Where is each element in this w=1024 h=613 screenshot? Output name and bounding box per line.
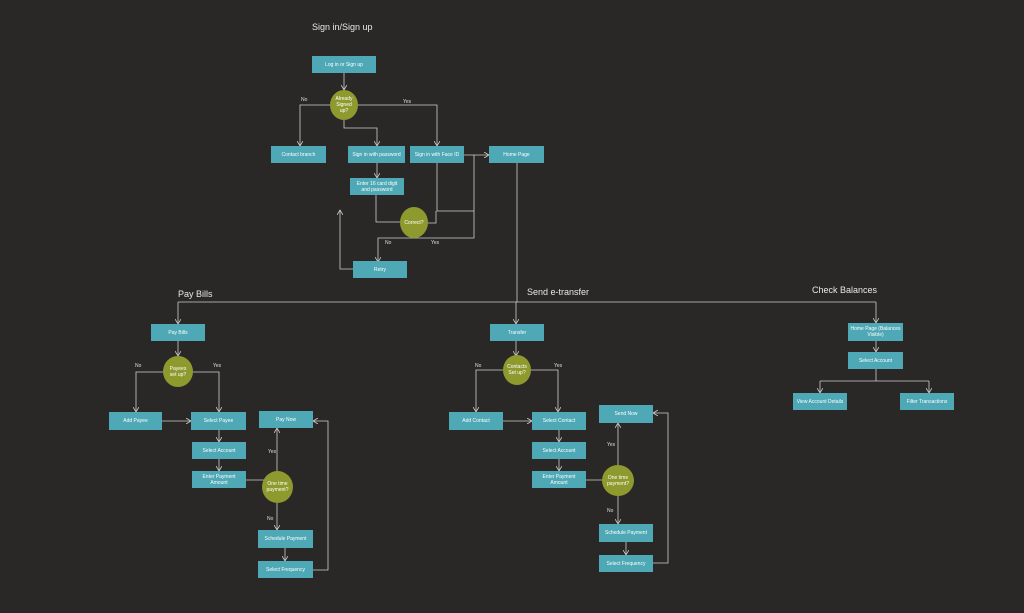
node-contact-branch[interactable]: Contact branch bbox=[271, 146, 326, 163]
decision-correct[interactable]: Correct? bbox=[400, 207, 428, 238]
node-transfer[interactable]: Transfer bbox=[490, 324, 544, 341]
label-yes-correct: Yes bbox=[431, 240, 440, 246]
node-sign-in-faceid[interactable]: Sign in with Face ID bbox=[410, 146, 464, 163]
decision-one-time-pb[interactable]: One time payment? bbox=[262, 471, 293, 503]
label-yes-contacts: Yes bbox=[554, 363, 563, 369]
node-enter-digit[interactable]: Enter 16 card digit and password bbox=[350, 178, 404, 195]
node-schedule-et[interactable]: Schedule Payment bbox=[599, 524, 653, 542]
node-select-contact[interactable]: Select Contact bbox=[532, 412, 586, 430]
node-login[interactable]: Log in or Sign up bbox=[312, 56, 376, 73]
node-filter-transactions[interactable]: Filter Transactions bbox=[900, 393, 954, 410]
decision-payees-setup[interactable]: Payees set up? bbox=[163, 356, 193, 387]
node-select-account-cb[interactable]: Select Account bbox=[848, 352, 903, 369]
node-select-payee[interactable]: Select Payee bbox=[191, 412, 246, 430]
label-no-payees: No bbox=[135, 363, 142, 369]
section-title-check-balances: Check Balances bbox=[812, 285, 878, 295]
label-yes-payees: Yes bbox=[213, 363, 222, 369]
node-send-now[interactable]: Send Now bbox=[599, 405, 653, 423]
section-title-signin: Sign in/Sign up bbox=[312, 22, 373, 32]
decision-one-time-et[interactable]: One time payment? bbox=[602, 465, 634, 496]
node-add-contact[interactable]: Add Contact bbox=[449, 412, 503, 430]
label-no-contacts: No bbox=[475, 363, 482, 369]
label-no-signed: No bbox=[301, 97, 308, 103]
node-home-balances[interactable]: Home Page (Balances Visible) bbox=[848, 323, 903, 341]
label-yes-onetime-et: Yes bbox=[607, 442, 616, 448]
label-no-onetime-et: No bbox=[607, 508, 614, 514]
node-enter-amount-et[interactable]: Enter Payment Amount bbox=[532, 471, 586, 488]
node-frequency-pb[interactable]: Select Frequency bbox=[258, 561, 313, 578]
node-select-account-et[interactable]: Select Account bbox=[532, 442, 586, 459]
node-frequency-et[interactable]: Select Frequency bbox=[599, 555, 653, 572]
node-select-account-pb[interactable]: Select Account bbox=[192, 442, 246, 459]
node-add-payee[interactable]: Add Payee bbox=[109, 412, 162, 430]
decision-contacts-setup[interactable]: Contacts Set up? bbox=[503, 355, 531, 385]
node-pay-bills[interactable]: Pay Bills bbox=[151, 324, 205, 341]
node-schedule-pb[interactable]: Schedule Payment bbox=[258, 530, 313, 548]
label-no-correct: No bbox=[385, 240, 392, 246]
label-yes-onetime-pb: Yes bbox=[268, 449, 277, 455]
section-title-pay-bills: Pay Bills bbox=[178, 289, 213, 299]
label-no-onetime-pb: No bbox=[267, 516, 274, 522]
node-pay-now[interactable]: Pay Now bbox=[259, 411, 313, 428]
node-sign-in-password[interactable]: Sign in with password bbox=[348, 146, 405, 163]
node-home-page[interactable]: Home Page bbox=[489, 146, 544, 163]
decision-already-signed[interactable]: Already Signed up? bbox=[330, 90, 358, 120]
label-yes-signed: Yes bbox=[403, 99, 412, 105]
section-title-send-etransfer: Send e-transfer bbox=[527, 287, 590, 297]
node-retry[interactable]: Retry bbox=[353, 261, 407, 278]
node-view-details[interactable]: View Account Details bbox=[793, 393, 847, 410]
node-enter-amount-pb[interactable]: Enter Payment Amount bbox=[192, 471, 246, 488]
